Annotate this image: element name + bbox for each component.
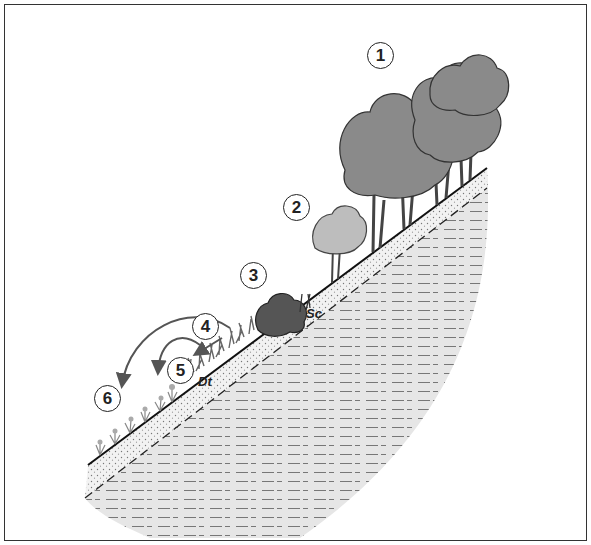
callout-number: 3 [240, 262, 267, 289]
callout-text: 5 [176, 362, 185, 379]
pioneer-herbs [96, 388, 177, 455]
forest-canopy [340, 55, 509, 198]
callout-text: 4 [201, 318, 210, 335]
young-tree [313, 206, 367, 254]
layer-label: Sc [306, 306, 322, 321]
layer-label: Dt [198, 374, 212, 389]
deposit-layer [85, 168, 487, 498]
callout-text: 3 [249, 267, 258, 284]
callout-number: 6 [94, 385, 121, 412]
frame [5, 5, 587, 541]
callout-text: 1 [376, 47, 385, 64]
contact-line [85, 188, 487, 498]
callout-number: 5 [167, 357, 194, 384]
herb-flowers [98, 384, 176, 445]
bedrock [85, 168, 488, 538]
shrub [256, 294, 307, 337]
ground-surface [88, 168, 487, 465]
callout-number: 4 [192, 313, 219, 340]
callout-text: 2 [292, 199, 301, 216]
callout-number: 1 [367, 42, 394, 69]
callout-text: 6 [103, 390, 112, 407]
callout-number: 2 [283, 194, 310, 221]
